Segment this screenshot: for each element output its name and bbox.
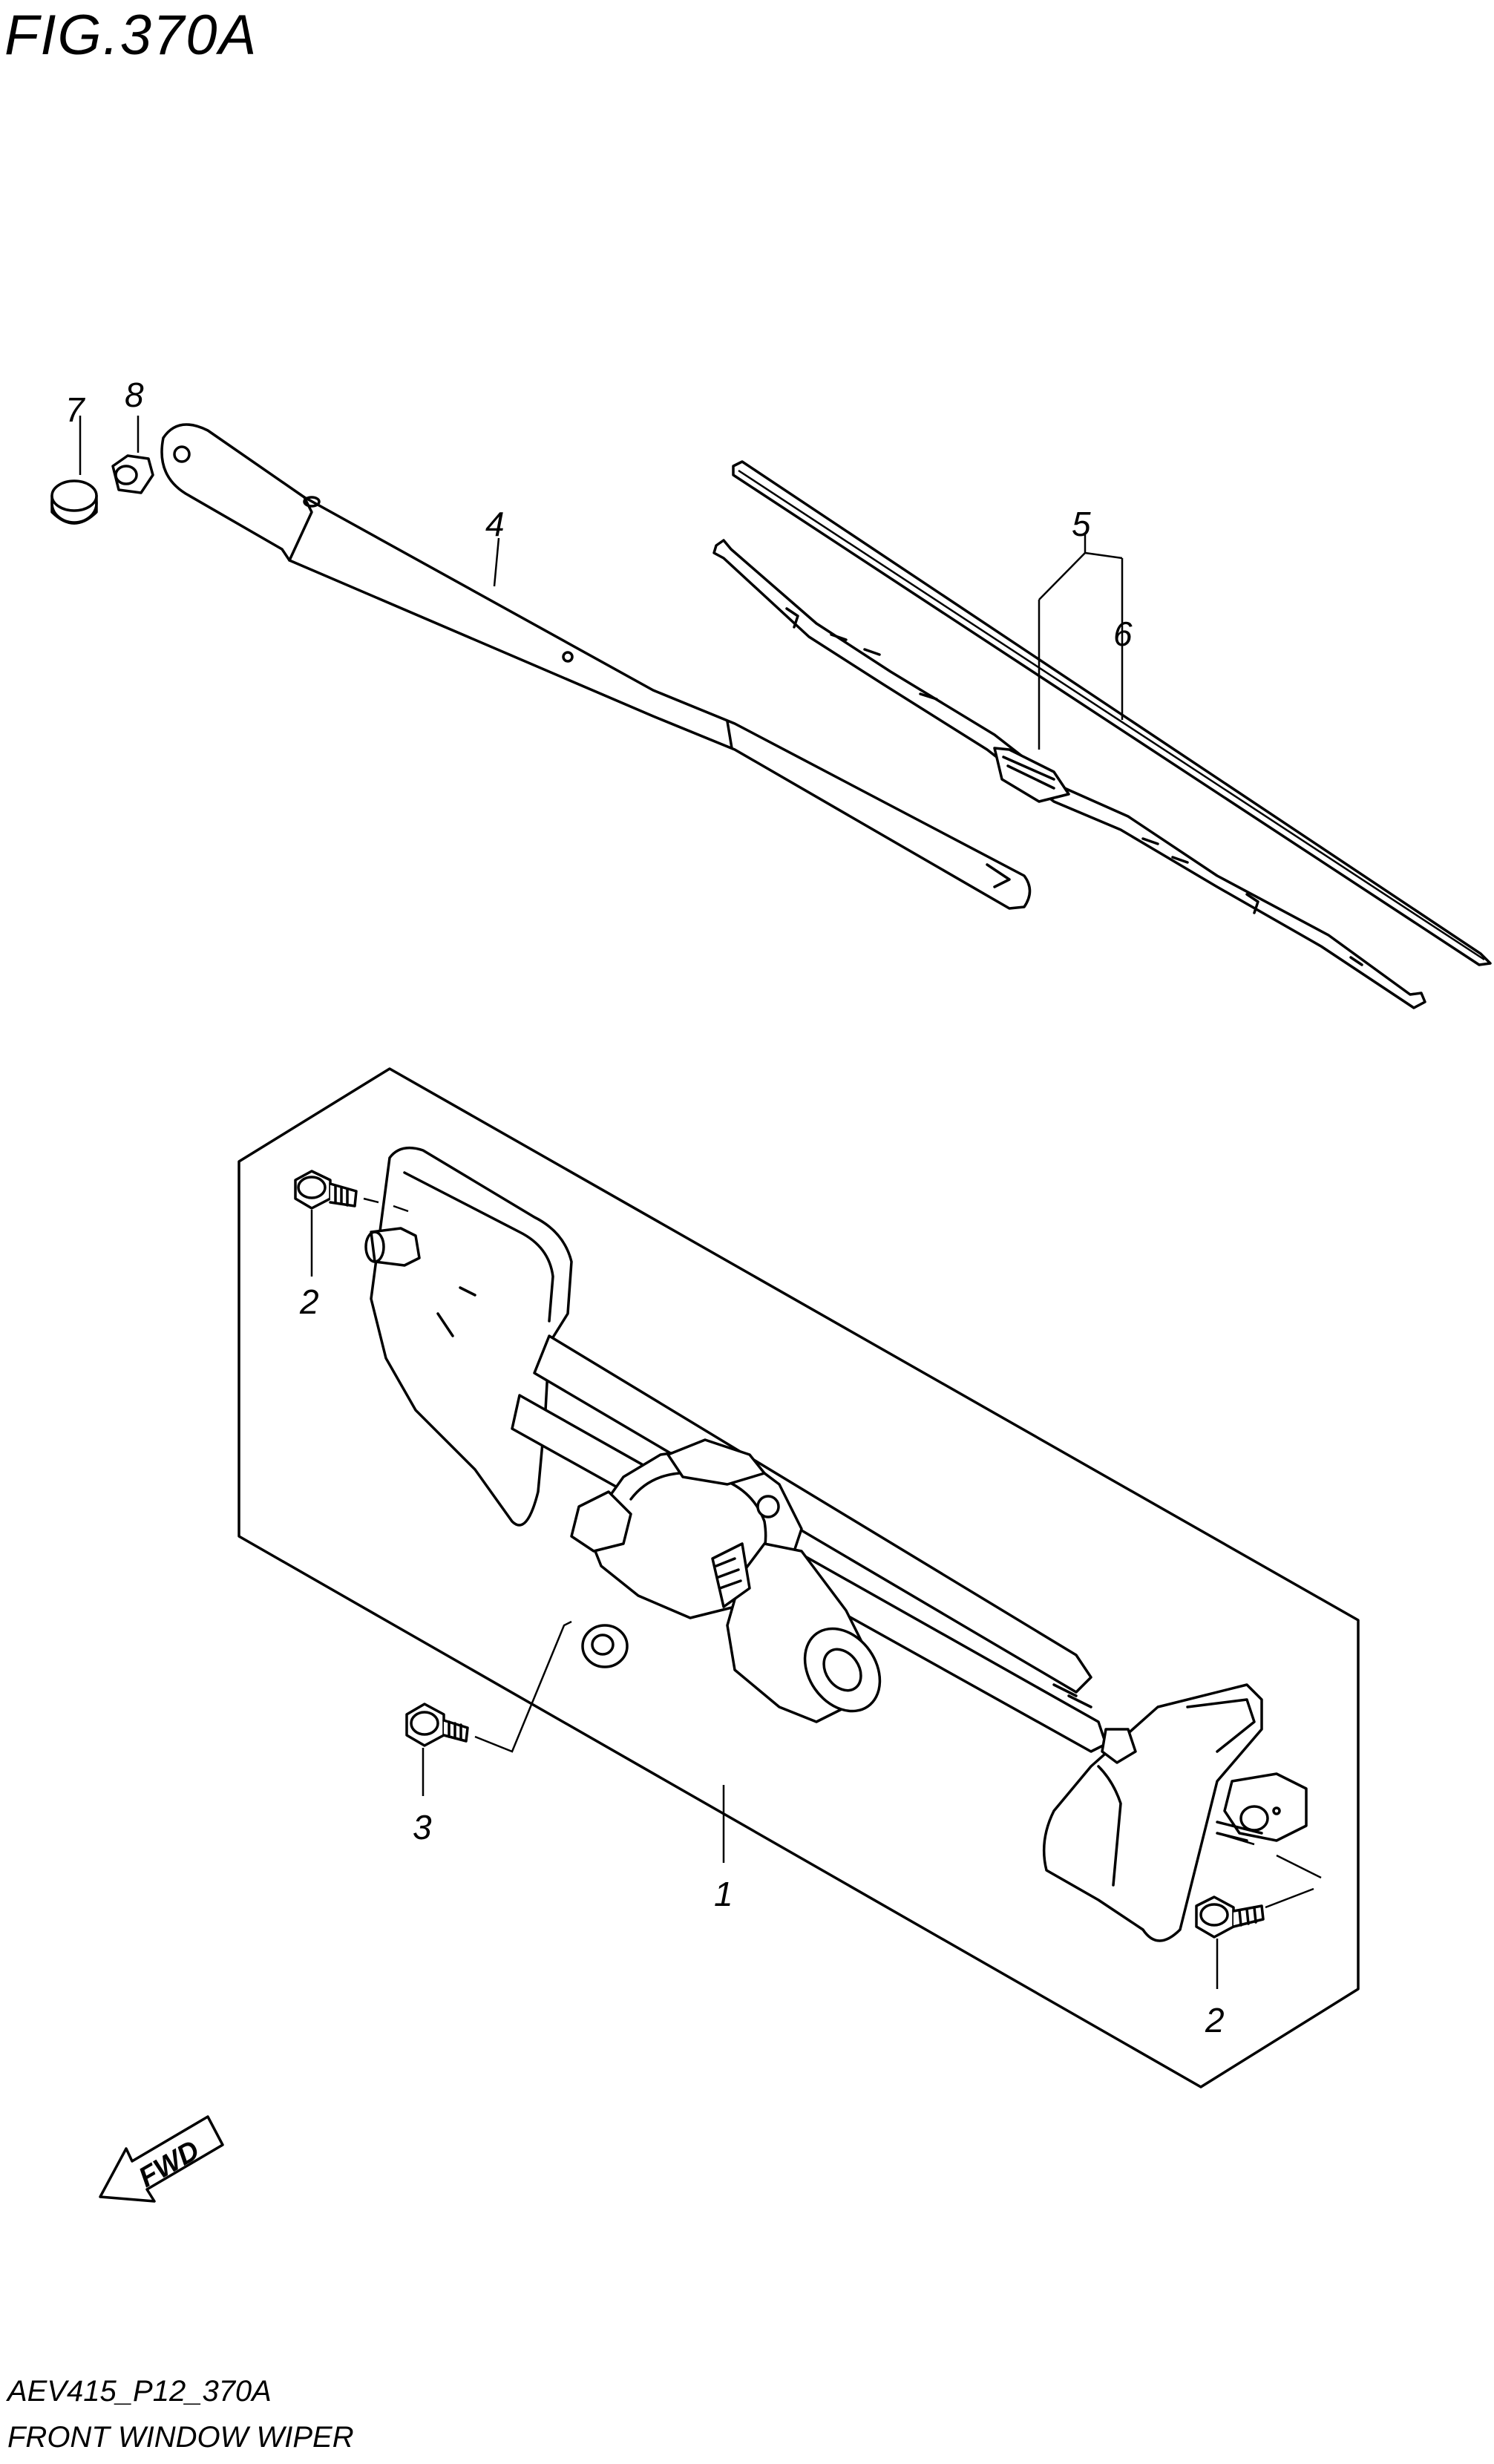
callout-2-left: 2 <box>299 1282 319 1321</box>
part-2-bolt-right[interactable] <box>1195 1895 1265 1939</box>
callout-2-right: 2 <box>1205 2001 1225 2039</box>
part-7-cap[interactable] <box>50 479 98 525</box>
leader-5-6-bracket <box>1038 551 1123 600</box>
part-6-blade-rubber[interactable] <box>732 460 1492 966</box>
part-2-bolt-left[interactable] <box>294 1170 358 1210</box>
part-3-bolt[interactable] <box>405 1703 469 1747</box>
part-5-wiper-blade[interactable] <box>712 539 1426 1009</box>
callout-8: 8 <box>125 376 144 414</box>
leader-3-link <box>474 1620 572 1753</box>
assembly-box-outline <box>237 1067 1360 2088</box>
diagram-code: AEV415_P12_370A <box>7 2375 272 2408</box>
callout-3: 3 <box>413 1808 432 1847</box>
callout-7: 7 <box>65 390 85 429</box>
part-8-nut[interactable] <box>111 454 154 494</box>
callout-1: 1 <box>714 1875 733 1913</box>
callout-5: 5 <box>1072 505 1091 543</box>
part-1-wiper-motor-linkage[interactable] <box>364 1146 1308 1942</box>
leader-2a-dash <box>363 1197 409 1213</box>
part-4-wiper-arm[interactable] <box>160 423 1032 910</box>
leader-4 <box>493 537 500 587</box>
callout-4: 4 <box>485 505 505 543</box>
figure-title: FIG.370A <box>4 4 258 67</box>
leader-2b-dash <box>1216 1832 1322 1909</box>
diagram-caption: FRONT WINDOW WIPER <box>7 2421 354 2454</box>
fwd-arrow: FWD <box>99 2115 224 2203</box>
callout-6: 6 <box>1113 615 1133 653</box>
